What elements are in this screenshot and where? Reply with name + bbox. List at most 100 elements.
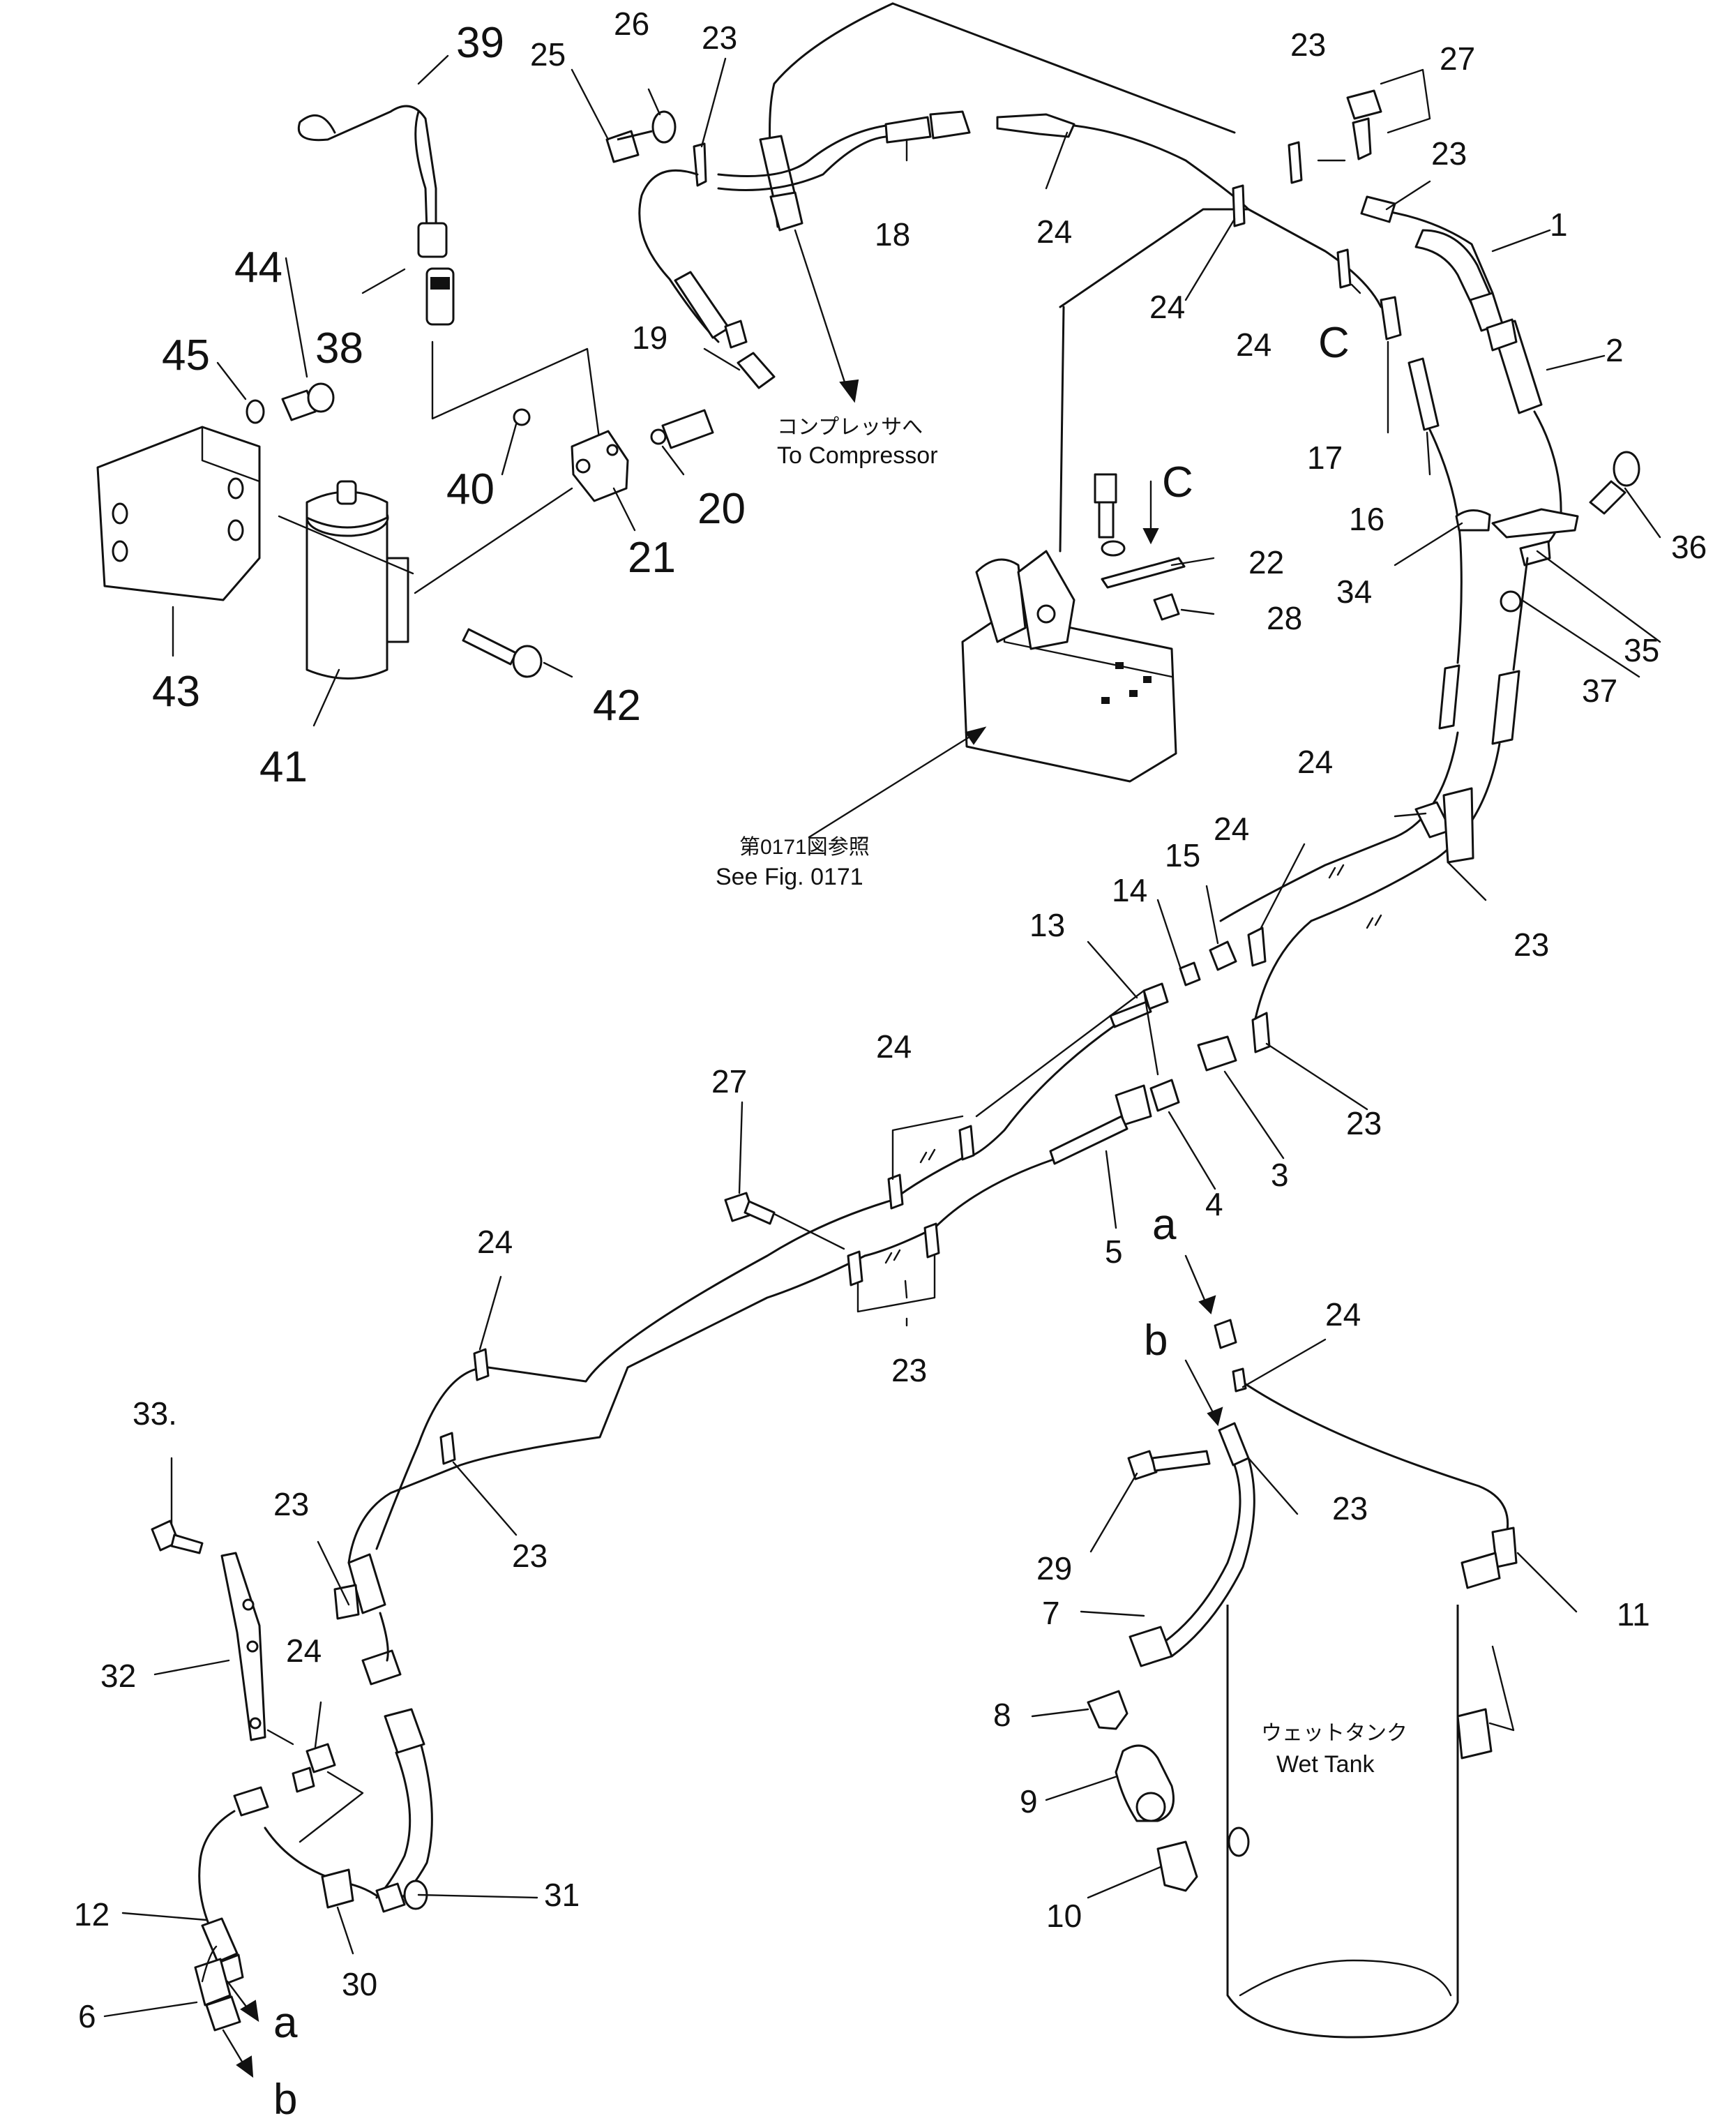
break-marks (884, 864, 1382, 1264)
bolt-42 (462, 628, 518, 666)
long-lines-lower-left (333, 1115, 975, 1686)
compressor-lines (605, 2, 1250, 403)
fitting-6 (194, 1958, 232, 2006)
label-32: 32 (100, 1658, 136, 1694)
fitting-15 (1209, 940, 1237, 971)
label-11: 11 (1617, 1596, 1650, 1633)
clip-24-lower (473, 1348, 490, 1381)
hose-39 (298, 105, 437, 232)
elbow-10 (1156, 1840, 1198, 1892)
label-14: 14 (1112, 872, 1147, 908)
label-45: 45 (162, 331, 210, 380)
fitting-14 (1179, 961, 1201, 987)
label-5: 5 (1105, 1233, 1123, 1270)
label-19: 19 (632, 320, 667, 356)
label-23-e: 23 (1346, 1105, 1382, 1141)
label-1: 1 (1550, 207, 1568, 243)
hose-23-mid (1442, 787, 1474, 864)
hose-5 (1115, 1084, 1152, 1126)
note-compressor-en: To Compressor (777, 442, 938, 469)
label-24-e: 24 (1214, 811, 1249, 847)
label-c-a: C (1318, 319, 1350, 367)
label-13: 13 (1029, 907, 1065, 943)
label-41: 41 (259, 743, 308, 791)
label-a-a: a (1152, 1201, 1177, 1249)
label-9: 9 (1020, 1783, 1038, 1820)
label-26: 26 (614, 6, 649, 42)
label-24-h: 24 (286, 1633, 322, 1669)
label-22: 22 (1248, 544, 1284, 580)
label-23-f: 23 (891, 1352, 927, 1388)
nut-28 (1153, 593, 1180, 621)
part-labels: 1 2 3 4 5 6 7 8 9 10 11 12 13 14 15 16 1… (74, 6, 1707, 2123)
clip-23-b (1360, 195, 1396, 223)
label-24-f: 24 (876, 1028, 912, 1065)
label-17: 17 (1307, 440, 1343, 476)
label-31: 31 (544, 1877, 580, 1913)
clip-24-b (1336, 248, 1352, 289)
label-8: 8 (993, 1697, 1011, 1733)
label-16: 16 (1349, 501, 1384, 537)
tank-fitting-right (1456, 1708, 1493, 1760)
label-4: 4 (1205, 1186, 1223, 1222)
dryer-canister-41 (305, 516, 388, 680)
label-33: 33. (133, 1395, 177, 1432)
note-compressor-jp: コンプレッサへ (777, 416, 923, 439)
bolt-c (1094, 473, 1117, 504)
label-28: 28 (1267, 600, 1302, 636)
washer-26 (651, 110, 677, 144)
wet-tank (1226, 1605, 1459, 2039)
fitting-4 (1149, 1079, 1180, 1112)
lower-left-assembly (151, 1520, 433, 2078)
fitting-24-lower (305, 1743, 336, 1773)
label-24-a: 24 (1036, 213, 1072, 250)
bracket-32 (220, 1552, 266, 1741)
fitting-24-top (996, 113, 1075, 138)
nut-37 (1500, 590, 1522, 613)
note-wet-tank-jp: ウェットタンク (1261, 1722, 1407, 1745)
plate-22 (1101, 557, 1186, 589)
hose-18 (884, 116, 932, 144)
note-see-fig-en: See Fig. 0171 (716, 864, 863, 890)
label-23-c: 23 (1431, 135, 1467, 172)
bracket-35 (1491, 508, 1579, 539)
fitting-27-top (1346, 89, 1382, 120)
washer-45 (246, 399, 265, 424)
bolt-29 (1127, 1450, 1158, 1480)
note-see-fig-jp: 第0171図参照 (739, 836, 870, 859)
label-b-b: b (273, 2076, 297, 2123)
label-36: 36 (1671, 529, 1707, 565)
label-3: 3 (1271, 1157, 1289, 1193)
label-44: 44 (234, 243, 282, 292)
clip-24-mid-b (887, 1173, 904, 1210)
clip-30 (321, 1868, 354, 1909)
label-21: 21 (628, 534, 676, 582)
label-23-i: 23 (1332, 1490, 1368, 1526)
compressor-hose-end (759, 135, 797, 202)
label-23-b: 23 (1290, 27, 1326, 63)
label-25: 25 (530, 36, 566, 73)
label-15: 15 (1165, 837, 1200, 873)
label-35: 35 (1624, 632, 1659, 668)
label-23-d: 23 (1514, 927, 1549, 963)
clip-23-mid-b (847, 1250, 863, 1286)
label-12: 12 (74, 1896, 110, 1933)
plug-40 (513, 408, 531, 426)
note-wet-tank-en: Wet Tank (1276, 1751, 1375, 1778)
label-24-g: 24 (477, 1224, 513, 1260)
clip-23-right (1288, 141, 1303, 184)
hose-23-lower-left (347, 1553, 386, 1614)
bolt-25 (605, 130, 640, 163)
hose-19 (674, 271, 730, 339)
hose-12 (201, 1917, 239, 1963)
bolt-36 (1589, 480, 1626, 515)
leader-lines (103, 54, 1661, 2018)
fitting-8 (1087, 1690, 1129, 1730)
label-43: 43 (152, 668, 200, 716)
clip-24-mid-a (958, 1125, 975, 1161)
label-40: 40 (446, 465, 495, 513)
fitting-3 (1197, 1035, 1237, 1072)
clip-23-mid-a (923, 1222, 940, 1259)
label-38: 38 (315, 324, 363, 373)
